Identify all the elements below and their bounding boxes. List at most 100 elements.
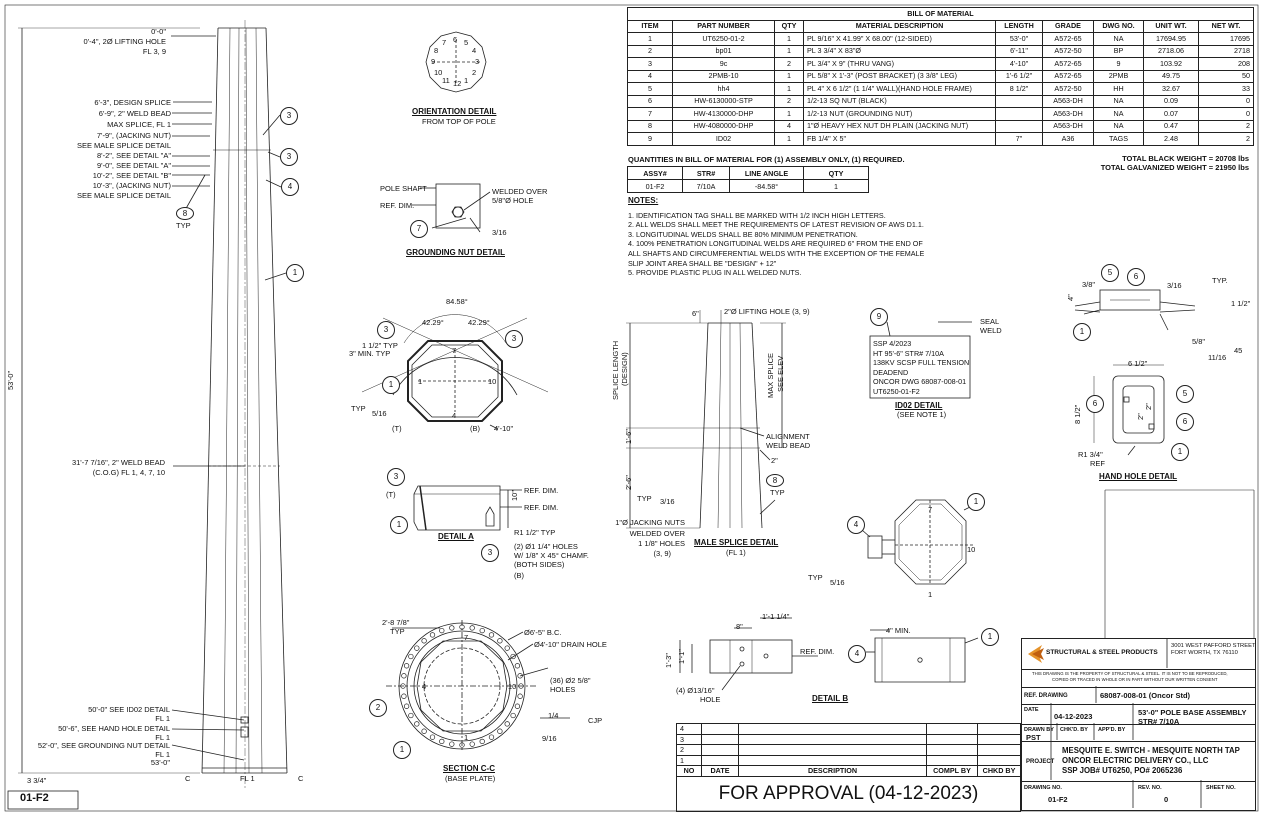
bom-cell: 2 bbox=[1198, 119, 1254, 133]
ts-angle: 84.58° bbox=[446, 297, 468, 306]
line-angle-value: -84.58° bbox=[729, 179, 804, 193]
hh-typ: TYP. bbox=[1212, 276, 1228, 285]
note-line: ALL SHAFTS AND CIRCUMFERENTIAL WELDS WIT… bbox=[628, 248, 925, 258]
da-ref-1: REF. DIM. bbox=[524, 486, 559, 495]
be-hole-1: (4) Ø13/16" bbox=[676, 686, 715, 695]
ms-jack-4: (3, 9) bbox=[653, 549, 671, 558]
ts-t: (T) bbox=[392, 424, 402, 433]
bom-cell: 1 bbox=[774, 69, 804, 83]
cc-weld-1: 1/4 bbox=[548, 711, 559, 720]
rev-header-date: DATE bbox=[701, 765, 739, 777]
cc-face-7: 7 bbox=[464, 633, 469, 642]
ts-angle-1: 42.29° bbox=[422, 318, 444, 327]
balloon-4: 4 bbox=[848, 645, 866, 663]
rev-row-no: 3 bbox=[676, 733, 702, 745]
bom-header-unitwt: UNIT WT. bbox=[1143, 19, 1199, 33]
bom-title: BILL OF MATERIAL bbox=[627, 7, 1254, 21]
elev-fl1-c: FL 1 bbox=[155, 750, 170, 759]
assy-value: 01-F2 bbox=[627, 179, 683, 193]
bolt-hole bbox=[414, 645, 420, 651]
ms-align-2: WELD BEAD bbox=[766, 441, 811, 450]
ref-drawing-label: REF. DRAWING bbox=[1024, 693, 1068, 699]
bolt-hole bbox=[497, 638, 503, 644]
bom-cell: 2 bbox=[774, 57, 804, 71]
elev-cog-2: (C.O.G) FL 1, 4, 7, 10 bbox=[92, 468, 165, 477]
hh-d612: 6 1/2" bbox=[1128, 359, 1148, 368]
balloon-3: 3 bbox=[505, 330, 523, 348]
total-galvanized-weight: TOTAL GALVANIZED WEIGHT = 21950 lbs bbox=[1100, 163, 1249, 172]
gn-hole: 5/8"Ø HOLE bbox=[492, 196, 534, 205]
bom-cell: 8 bbox=[627, 119, 673, 133]
section-cc-subtitle: (BASE PLATE) bbox=[445, 774, 496, 783]
project-label: PROJECT bbox=[1026, 759, 1055, 765]
elev-fl1-b: FL 1 bbox=[155, 733, 170, 742]
bom-cell: FB 1/4" X 5" bbox=[803, 132, 996, 146]
orientation-face-label: 11 bbox=[442, 76, 450, 86]
project-line-3: SSP JOB# UT6250, PO# 2065236 bbox=[1062, 766, 1183, 775]
bolt-hole bbox=[479, 627, 485, 634]
rev-header-desc: DESCRIPTION bbox=[738, 765, 927, 777]
balloon-1: 1 bbox=[382, 376, 400, 394]
bom-cell: 4'-10" bbox=[995, 57, 1043, 71]
elev-design-splice: 6'-3", DESIGN SPLICE bbox=[94, 98, 171, 107]
bom-cell: 7 bbox=[627, 107, 673, 121]
gn-ref-dim: REF. DIM. bbox=[380, 201, 415, 210]
bom-cell: 2 bbox=[1198, 132, 1254, 146]
ts-face-1: 1 bbox=[418, 377, 423, 386]
approval-stamp: FOR APPROVAL (04-12-2023) bbox=[676, 776, 1021, 812]
bom-cell: 4 bbox=[774, 119, 804, 133]
balloon-7: 7 bbox=[410, 220, 428, 238]
bp-weld: 5/16 bbox=[830, 578, 845, 587]
bolt-hole bbox=[439, 627, 445, 634]
balloon-1: 1 bbox=[981, 628, 999, 646]
hh-d2b: 2" bbox=[1144, 403, 1153, 410]
hh-a45: 45 bbox=[1234, 346, 1243, 355]
bom-cell: 9 bbox=[1093, 57, 1144, 71]
balloon-6: 6 bbox=[1086, 395, 1104, 413]
ms-6: 6" bbox=[692, 309, 699, 318]
be-d114: 1'-1 1/4" bbox=[762, 612, 790, 621]
qty-header: QTY bbox=[803, 166, 869, 180]
bolt-hole bbox=[504, 721, 510, 727]
elev-detail-a-1: 8'-2", SEE DETAIL "A" bbox=[96, 151, 171, 160]
notes-block: NOTES: 1. IDENTIFICATION TAG SHALL BE MA… bbox=[628, 196, 924, 278]
id02-line: 138KV SCSP FULL TENSION bbox=[873, 358, 970, 367]
bolt-hole bbox=[459, 624, 465, 630]
bom-cell: 2 bbox=[627, 44, 673, 58]
rev-no-value: 0 bbox=[1164, 795, 1169, 804]
bom-cell: 1/2-13 SQ NUT (BLACK) bbox=[803, 94, 996, 108]
balloon-4: 4 bbox=[847, 516, 865, 534]
bolt-hole bbox=[439, 738, 445, 745]
ms-design: (DESIGN) bbox=[620, 352, 629, 386]
bom-qty-note: QUANTITIES IN BILL OF MATERIAL FOR (1) A… bbox=[628, 155, 905, 164]
note-line: 4. 100% PENETRATION LONGITUDINAL WELDS A… bbox=[628, 239, 923, 249]
elev-hand-hole: 50'-6", SEE HAND HOLE DETAIL bbox=[58, 724, 170, 733]
total-black-weight: TOTAL BLACK WEIGHT = 20708 lbs bbox=[1122, 154, 1249, 163]
bolt-hole bbox=[429, 632, 436, 638]
bp-face-7: 7 bbox=[928, 505, 933, 514]
da-dim: 10" bbox=[510, 489, 519, 501]
bom-cell: PL 3/4" X 9" (THRU VANG) bbox=[803, 57, 996, 71]
bom-cell: 1/2-13 NUT (GROUNDING NUT) bbox=[803, 107, 996, 121]
drawn-by-value: PST bbox=[1026, 733, 1041, 742]
balloon-6: 6 bbox=[1176, 413, 1194, 431]
bom-cell: 0.47 bbox=[1143, 119, 1199, 133]
bom-header-grade: GRADE bbox=[1042, 19, 1094, 33]
hh-weld: 3/16 bbox=[1167, 281, 1182, 290]
elev-jacking-nut-1: 7'-9", (JACKING NUT) bbox=[96, 131, 171, 140]
project-line-1: MESQUITE E. SWITCH - MESQUITE NORTH TAP bbox=[1062, 746, 1240, 755]
bom-header-item: ITEM bbox=[627, 19, 673, 33]
str-value: 7/10A bbox=[682, 179, 730, 193]
drawing-no-label: DRAWING NO. bbox=[1024, 785, 1062, 791]
note-line: 3. LONGITUDINAL WELDS SHALL BE 80% MINIM… bbox=[628, 229, 858, 239]
bom-cell: A572-65 bbox=[1042, 32, 1094, 46]
bom-cell: 1 bbox=[774, 82, 804, 96]
elev-grounding: 52'-0", SEE GROUNDING NUT DETAIL bbox=[37, 741, 170, 750]
ms-weld: 3/16 bbox=[660, 497, 675, 506]
